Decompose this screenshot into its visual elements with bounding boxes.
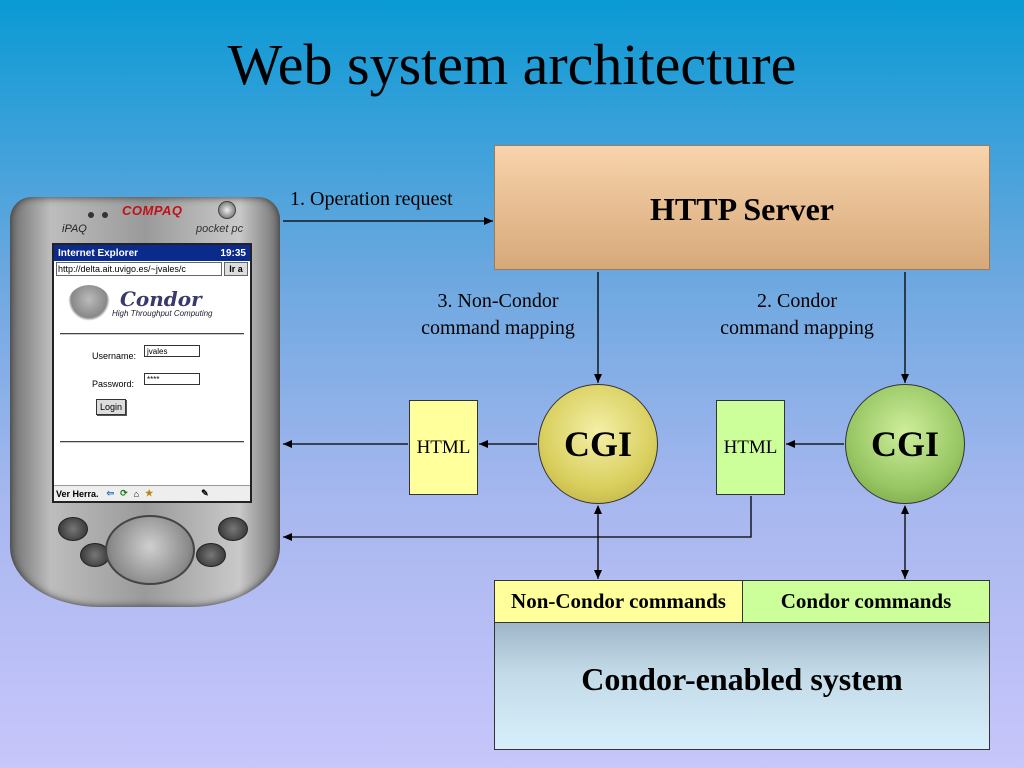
- login-button[interactable]: Login: [96, 399, 127, 415]
- password-input[interactable]: ****: [144, 373, 200, 385]
- taskbar: Ver Herra. ⇦ ⟳ ⌂ ★ ✎: [54, 485, 250, 501]
- condor-mapping-label: 2. Condor command mapping: [707, 288, 887, 342]
- html-right-to-device-arrow: [283, 496, 752, 541]
- favorites-icon[interactable]: ★: [145, 488, 154, 498]
- address-bar: http://delta.ait.uvigo.es/~jvales/c Ir a: [54, 261, 250, 277]
- pen-icon[interactable]: ✎: [201, 488, 209, 498]
- login-row: Login: [54, 397, 250, 425]
- browser-title: Internet Explorer: [58, 247, 139, 259]
- eagle-icon: [68, 285, 110, 321]
- non-condor-commands-box: Non-Condor commands: [494, 580, 743, 623]
- html-box-right: HTML: [716, 400, 785, 495]
- navigation-pad[interactable]: [105, 515, 195, 585]
- browser-title-bar: Internet Explorer 19:35: [54, 245, 250, 261]
- password-row: Password: ****: [54, 369, 250, 397]
- go-button[interactable]: Ir a: [224, 262, 248, 276]
- device-brand-logo: COMPAQ: [122, 203, 183, 218]
- username-row: Username: jvales: [54, 341, 250, 369]
- password-label: Password:: [92, 379, 135, 389]
- http-server-box: HTTP Server: [494, 145, 990, 270]
- condor-enabled-system-box: Condor-enabled system: [494, 622, 990, 750]
- operation-request-label: 1. Operation request: [290, 188, 453, 210]
- hardware-button-1[interactable]: [58, 517, 88, 541]
- condor-logo-word: Condor: [120, 287, 202, 311]
- hardware-button-3[interactable]: [196, 543, 226, 567]
- hardware-button-4[interactable]: [218, 517, 248, 541]
- device-screen: Internet Explorer 19:35 http://delta.ait…: [52, 243, 252, 503]
- home-icon[interactable]: ⌂: [133, 488, 140, 499]
- device-model-label: iPAQ: [62, 223, 87, 235]
- condor-commands-box: Condor commands: [742, 580, 990, 623]
- slide-title: Web system architecture: [227, 32, 797, 97]
- taskbar-menu[interactable]: Ver Herra.: [56, 488, 99, 499]
- username-label: Username:: [92, 351, 137, 361]
- condor-mapping-line1: 2. Condor: [757, 290, 837, 312]
- condor-logo: Condor High Throughput Computing: [54, 281, 250, 331]
- non-condor-mapping-label: 3. Non-Condor command mapping: [408, 288, 588, 342]
- condor-enabled-system-label: Condor-enabled system: [581, 661, 903, 697]
- pocket-pc-device: COMPAQ iPAQ pocket pc Internet Explorer …: [10, 197, 280, 607]
- back-icon[interactable]: ⇦: [106, 488, 115, 498]
- device-os-label: pocket pc: [196, 223, 244, 235]
- device-indicator-dots: [88, 205, 116, 223]
- divider: [60, 333, 244, 335]
- device-light-button: [218, 201, 236, 219]
- cgi-node-left: CGI: [538, 384, 658, 504]
- clock: 19:35: [220, 247, 246, 259]
- refresh-icon[interactable]: ⟳: [120, 488, 128, 498]
- divider: [60, 441, 244, 443]
- username-input[interactable]: jvales: [144, 345, 200, 357]
- non-condor-mapping-line2: command mapping: [421, 317, 575, 339]
- non-condor-mapping-line1: 3. Non-Condor: [437, 290, 559, 312]
- html-box-left: HTML: [409, 400, 478, 495]
- cgi-node-right: CGI: [845, 384, 965, 504]
- condor-logo-subtitle: High Throughput Computing: [112, 309, 213, 318]
- condor-mapping-line2: command mapping: [720, 317, 874, 339]
- url-field[interactable]: http://delta.ait.uvigo.es/~jvales/c: [56, 262, 222, 276]
- http-server-label: HTTP Server: [650, 191, 834, 227]
